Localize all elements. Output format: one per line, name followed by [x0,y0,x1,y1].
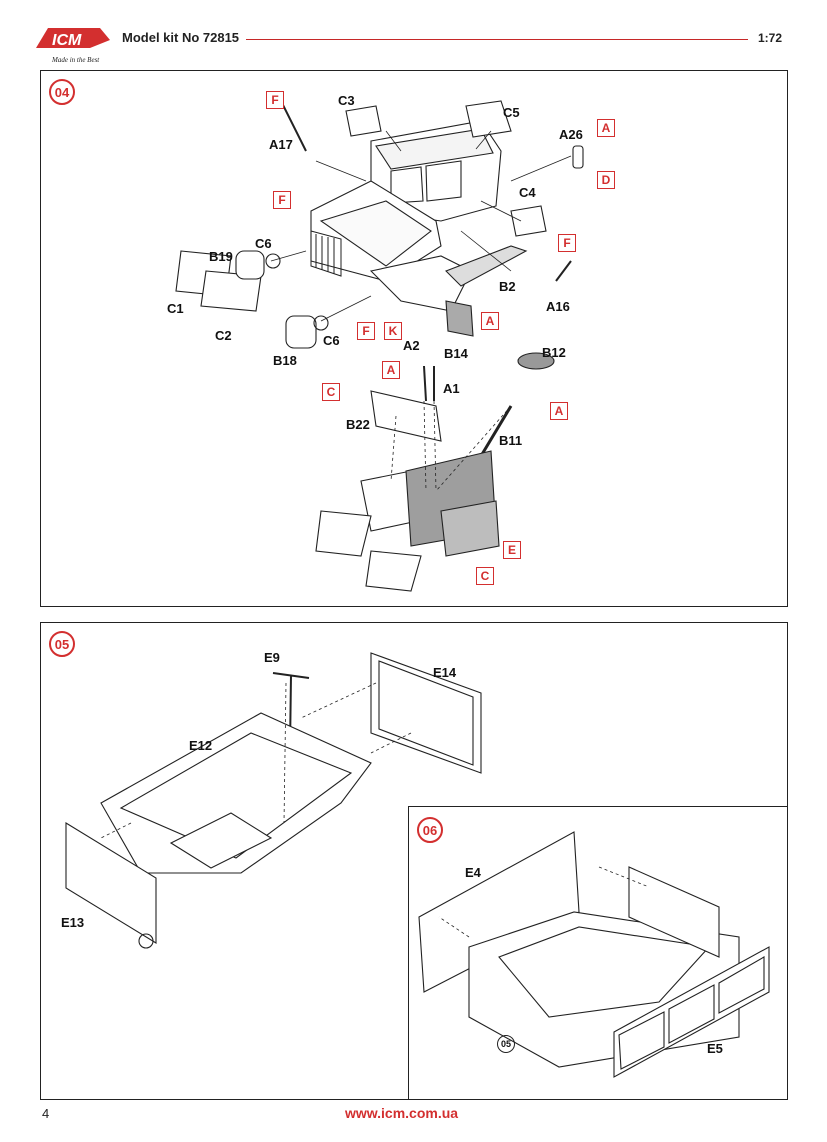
footer-url[interactable]: www.icm.com.ua [345,1105,459,1121]
color-tag-F: F [273,191,291,209]
color-tag-C: C [476,567,494,585]
color-tag-A: A [550,402,568,420]
sub-step-ref-05: 05 [497,1035,515,1053]
color-tag-A: A [597,119,615,137]
color-tag-A: A [382,361,400,379]
part-label-B19: B19 [209,249,233,264]
color-tag-K: K [384,322,402,340]
part-label-E9: E9 [264,650,280,665]
scale-label: 1:72 [758,31,783,45]
part-label-C6-top: C6 [255,236,272,251]
header-rule [246,39,748,40]
part-label-E13: E13 [61,915,85,930]
part-label-C5: C5 [503,105,520,120]
brand-tagline: Made in the Best [51,56,100,64]
part-label-C2: C2 [215,328,232,343]
part-label-A16: A16 [546,299,570,314]
step-06-panel: 06 E4 E5 05 [408,806,788,1100]
part-label-A17: A17 [269,137,293,152]
color-tag-D: D [597,171,615,189]
part-label-E5: E5 [707,1041,723,1056]
part-label-C3: C3 [338,93,355,108]
page-number: 4 [42,1106,50,1121]
step-05-badge: 05 [49,631,75,657]
part-label-A2: A2 [403,338,420,353]
part-label-C6-bottom: C6 [323,333,340,348]
part-label-B22: B22 [346,417,370,432]
part-label-E14: E14 [433,665,457,680]
part-label-C4: C4 [519,185,536,200]
color-tag-F: F [558,234,576,252]
part-label-C1: C1 [167,301,184,316]
part-label-E12: E12 [189,738,213,753]
step-04-panel: 04 [40,70,788,607]
color-tag-C: C [322,383,340,401]
color-tag-E: E [503,541,521,559]
part-label-B12: B12 [542,345,566,360]
step-04-badge: 04 [49,79,75,105]
step-05-drawing [65,652,482,949]
part-label-B18: B18 [273,353,297,368]
color-tag-F: F [266,91,284,109]
header-title: Model kit No 72815 [122,30,240,45]
part-label-A26: A26 [559,127,583,142]
part-label-B2: B2 [499,279,516,294]
step-06-drawing [418,831,770,1078]
color-tag-F: F [357,322,375,340]
icm-logo: ICM Made in the Best [30,18,116,68]
part-label-B14: B14 [444,346,468,361]
step-06-badge: 06 [417,817,443,843]
brand-text: ICM [52,32,82,49]
step-04-drawing [175,100,584,592]
part-label-A1: A1 [443,381,460,396]
part-label-E4: E4 [465,865,481,880]
part-label-B11: B11 [499,433,523,448]
color-tag-A: A [481,312,499,330]
